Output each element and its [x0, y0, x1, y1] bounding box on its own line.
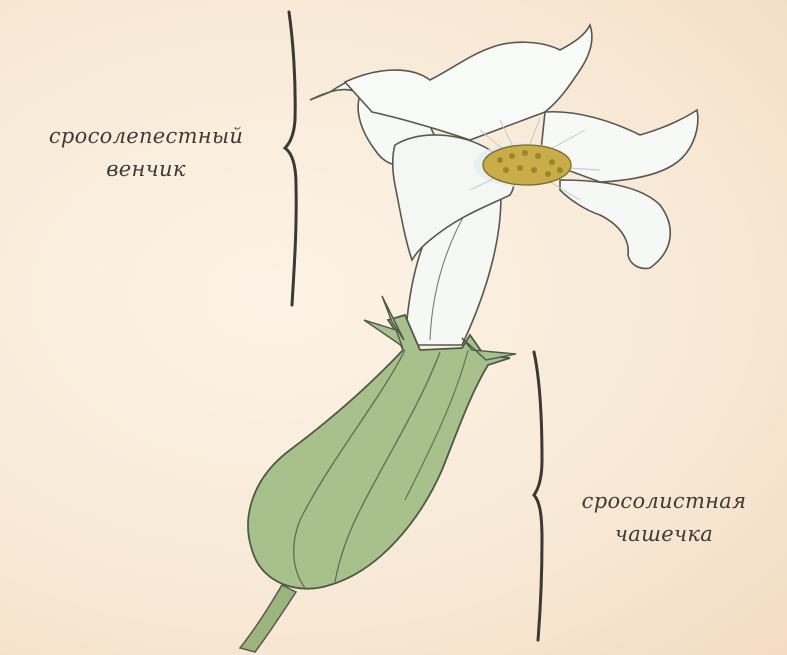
calyx	[248, 315, 510, 589]
corolla-label: сросолепестный венчик	[6, 120, 286, 186]
calyx-label-line2: чашечка	[548, 518, 780, 551]
corolla-label-line1: сросолепестный	[6, 120, 286, 153]
petal-lower-right	[560, 180, 670, 268]
corolla-label-line2: венчик	[6, 153, 286, 186]
calyx-label: сросолистная чашечка	[548, 485, 780, 551]
corolla-bracket	[285, 12, 296, 305]
calyx-bracket	[534, 352, 542, 640]
stem	[240, 585, 296, 652]
calyx-label-line1: сросолистная	[548, 485, 780, 518]
